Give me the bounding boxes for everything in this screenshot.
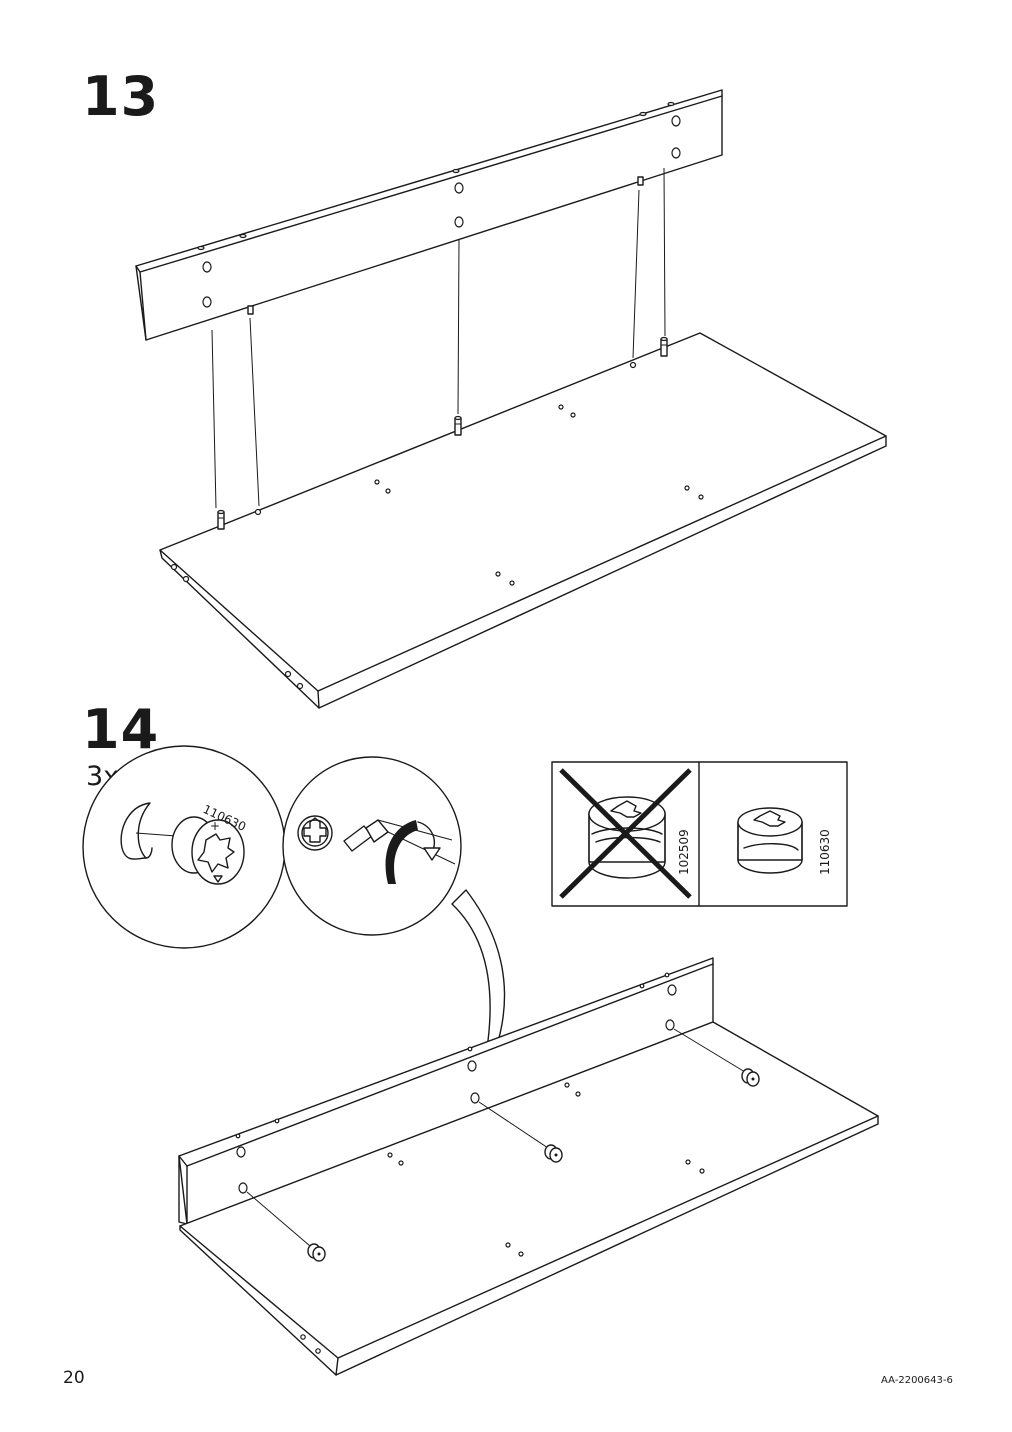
cross-out-icon xyxy=(559,768,692,899)
dowel-icon xyxy=(660,336,668,357)
right-part-code: 110630 xyxy=(818,829,832,875)
step-13-drawing xyxy=(135,89,887,709)
cam-lock-fitting-icon xyxy=(544,1144,563,1163)
cam-lock-fitting-icon: + xyxy=(171,816,245,885)
cam-lock-fitting-icon xyxy=(741,1068,760,1087)
cam-lock-fitting-icon xyxy=(737,807,803,874)
rotate-arrow-icon xyxy=(385,820,441,884)
step-14-drawing xyxy=(178,957,879,1376)
detail-circle-tighten xyxy=(282,756,462,936)
cam-lock-fitting-icon xyxy=(307,1243,326,1262)
dowel-icon xyxy=(454,415,462,436)
detail-circle-insert: + 110630 xyxy=(82,745,286,949)
dowel-icon xyxy=(217,509,225,530)
svg-text:+: + xyxy=(210,819,220,833)
wrong-part-code: 102509 xyxy=(677,829,691,875)
step-14-number: 14 xyxy=(82,698,160,761)
document-id: AA-2200643-6 xyxy=(881,1375,953,1386)
step-13-number: 13 xyxy=(82,65,160,128)
part-comparison-box: 102509 110630 xyxy=(551,761,848,907)
page-number: 20 xyxy=(63,1368,85,1388)
